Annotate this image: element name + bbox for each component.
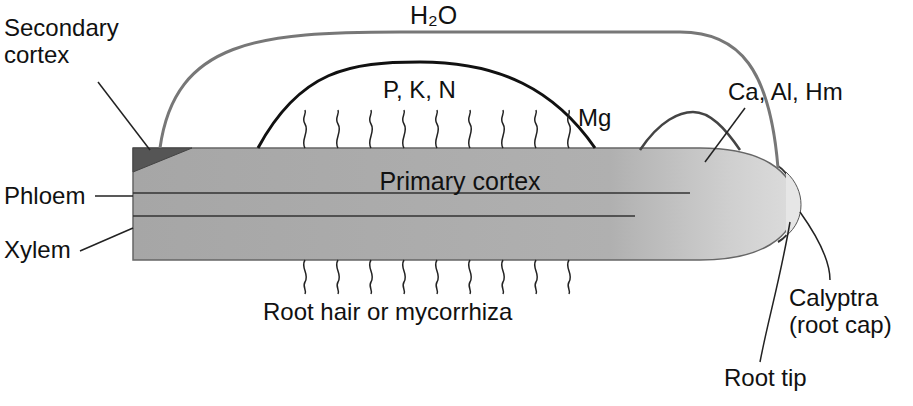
part-label: Calyptra (root cap)	[789, 284, 909, 338]
root-hair	[535, 260, 538, 294]
root-hair	[436, 260, 439, 294]
region-label: Primary cortex	[379, 167, 540, 196]
root-hair	[502, 110, 505, 148]
root-hair	[535, 110, 538, 148]
root-hair	[337, 110, 340, 148]
root-hair	[370, 260, 373, 294]
part-label: Mg	[578, 104, 611, 131]
part-label: H₂O	[410, 2, 457, 29]
root-hair	[469, 260, 472, 294]
root-hair	[370, 110, 373, 148]
root-hair	[304, 260, 307, 294]
part-label: P, K, N	[383, 76, 456, 103]
root-body: Primary cortex	[200, 150, 720, 212]
part-label: Secondary cortex	[4, 14, 124, 68]
root-hair	[568, 110, 571, 148]
root-hair	[502, 260, 505, 294]
root-hair	[469, 110, 472, 148]
part-label: Root hair or mycorrhiza	[263, 298, 512, 325]
root-hair	[403, 260, 406, 294]
root-hair	[568, 260, 571, 294]
part-label: Ca, Al, Hm	[728, 78, 843, 105]
root-hair	[337, 260, 340, 294]
root-hair	[436, 110, 439, 148]
part-label: Phloem	[4, 182, 85, 209]
part-label: Root tip	[724, 364, 807, 391]
part-label: Xylem	[4, 236, 71, 263]
root-hair	[304, 110, 307, 148]
root-hair	[403, 110, 406, 148]
